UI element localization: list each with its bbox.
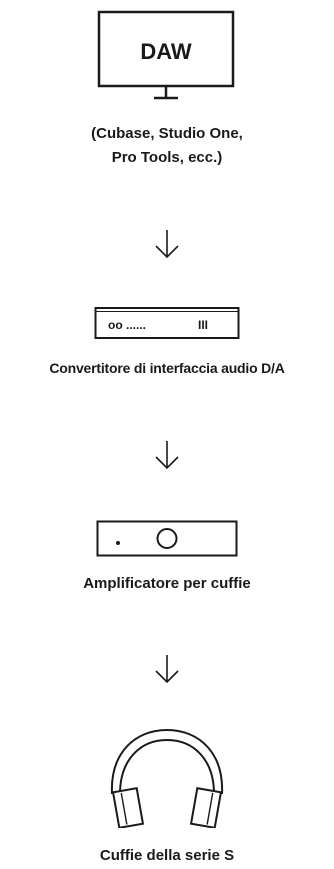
arrow-down-icon — [155, 441, 179, 470]
arrow-down-icon — [155, 230, 179, 259]
daw-screen-label: DAW — [140, 39, 192, 64]
interface-label: Convertitore di interfaccia audio D/A — [49, 360, 285, 376]
arrow-down-icon — [155, 655, 179, 684]
interface-panel-bars: III — [198, 318, 208, 332]
amplifier-label: Amplificatore per cuffie — [83, 575, 251, 592]
headphone-amplifier-icon — [96, 520, 238, 557]
daw-caption-line-2: Pro Tools, ecc.) — [111, 149, 223, 166]
audio-interface-icon: oo ...... III — [94, 307, 240, 339]
interface-panel-dots: oo ...... — [108, 318, 146, 332]
monitor-icon: DAW — [97, 10, 235, 100]
headphones-icon — [110, 728, 224, 828]
daw-caption-line-1: (Cubase, Studio One, — [91, 125, 243, 142]
headphones-label: Cuffie della serie S — [99, 847, 235, 864]
